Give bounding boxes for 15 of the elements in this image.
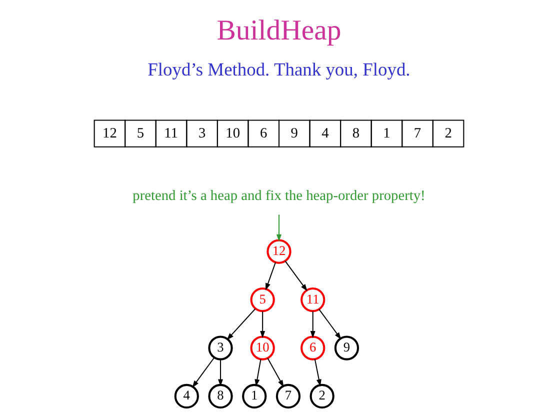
label: 10 (226, 125, 240, 142)
label: 9 (290, 125, 298, 142)
label: 11 (164, 125, 178, 142)
node-text: pretend it’s a heap and fix the heap-order property! (132, 188, 426, 204)
label: Floyd’s Method. Thank you, Floyd. (148, 59, 410, 80)
label: 8 (352, 125, 360, 142)
label: 1 (383, 125, 390, 142)
label: 3 (198, 125, 206, 142)
label: 5 (136, 125, 144, 142)
label: 6 (260, 125, 268, 142)
label: 7 (414, 125, 422, 142)
label: 4 (322, 125, 329, 142)
diagram-title: BuildHeap (216, 14, 342, 47)
label: 2 (444, 125, 452, 142)
label: 12 (102, 125, 117, 142)
